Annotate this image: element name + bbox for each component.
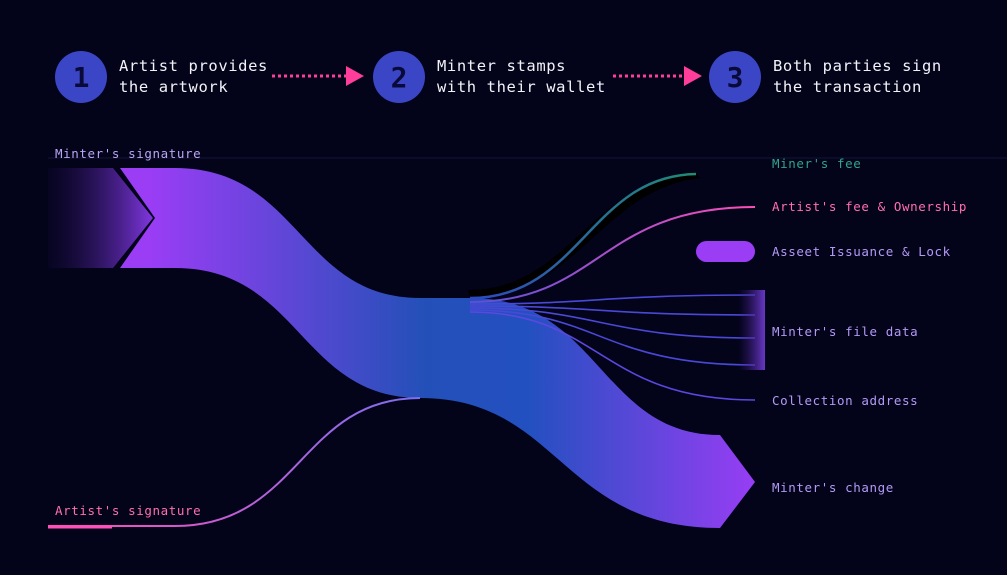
collection-address-label: Collection address [772, 393, 919, 408]
minter-file-data-label: Minter's file data [772, 324, 919, 339]
artists-fee-label: Artist's fee & Ownership [772, 199, 968, 214]
dotted-arrow-right-icon [613, 66, 702, 86]
file-data-block [738, 290, 765, 370]
collection-address-line [469, 311, 756, 401]
minters-change-label: Minter's change [772, 480, 894, 495]
step-3-number: 3 [709, 51, 761, 103]
step-3-text: Both parties sign the transaction [773, 57, 942, 96]
artist-input-line [48, 397, 421, 527]
artist-fee-line [469, 206, 756, 303]
minter-input-block [48, 168, 153, 268]
asset-issuance-label: Asseet Issuance & Lock [772, 244, 951, 259]
step-1-text: Artist provides the artwork [119, 57, 268, 96]
miner-shadow [468, 172, 700, 297]
pill-icon [696, 241, 755, 262]
artist-signature-label: Artist's signature [55, 503, 202, 518]
step-2: 2 Minter stamps with their wallet [373, 51, 606, 103]
file-data-line-3 [469, 307, 756, 339]
miner-fee-line [469, 172, 697, 300]
step-3: 3 Both parties sign the transaction [709, 51, 942, 103]
main-flow-ribbon [120, 168, 755, 528]
file-data-line-4 [469, 309, 756, 366]
file-data-line-2 [469, 305, 756, 316]
file-data-line-1 [469, 294, 756, 305]
step-2-text: Minter stamps with their wallet [437, 57, 606, 96]
step-1: 1 Artist provides the artwork [55, 51, 268, 103]
step-2-number: 2 [373, 51, 425, 103]
minter-signature-label: Minter's signature [55, 146, 202, 161]
dotted-arrow-right-icon [272, 66, 364, 86]
miners-fee-label: Miner's fee [772, 156, 862, 171]
step-1-number: 1 [55, 51, 107, 103]
